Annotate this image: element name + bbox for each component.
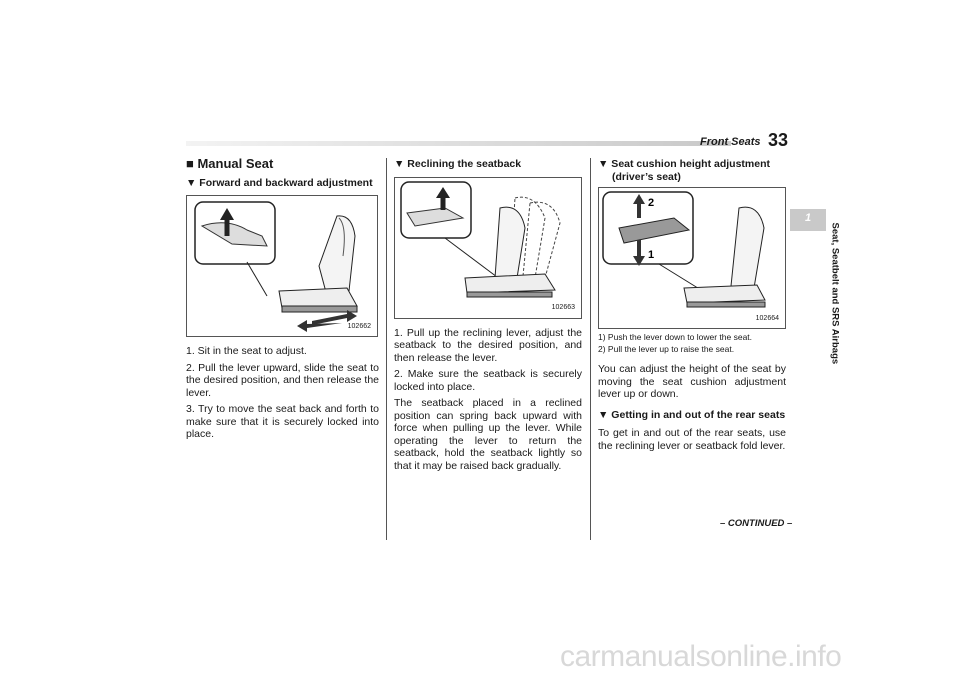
recline-step-1: 1. Pull up the reclining lever, adjust t… <box>394 326 582 364</box>
note-2: 2) Pull the lever up to raise the seat. <box>598 344 735 354</box>
figure-height: 2 1 102664 <box>598 187 786 329</box>
figure-notes: 1) Push the lever down to lower the seat… <box>598 332 786 355</box>
column-divider-2 <box>590 158 591 540</box>
seat-slide-illustration <box>194 201 358 332</box>
seat-recline-illustration <box>400 180 561 297</box>
callout-2: 2 <box>648 197 654 209</box>
header-section-title: Front Seats <box>700 136 761 148</box>
recline-step-2: 2. Make sure the seatback is securely lo… <box>394 368 582 393</box>
sub-heading-height: ▼ Seat cushion height adjustment (driver… <box>598 158 786 183</box>
step-2: 2. Pull the lever upward, slide the seat… <box>186 361 379 399</box>
note-1: 1) Push the lever down to lower the seat… <box>598 332 753 342</box>
step-3: 3. Try to move the seat back and forth t… <box>186 403 379 440</box>
continued-label: – CONTINUED – <box>720 518 793 529</box>
seat-height-illustration: 2 1 <box>602 191 766 308</box>
height-paragraph: You can adjust the height of the seat by… <box>598 363 786 400</box>
figure-reclining: 102663 <box>394 176 582 319</box>
header-rule <box>186 141 731 146</box>
column-height: ▼ Seat cushion height adjustment (driver… <box>598 158 786 456</box>
figure-id: 102663 <box>551 304 575 311</box>
sub-heading-height-line1: ▼ Seat cushion height adjustment <box>598 158 770 170</box>
column-divider-1 <box>386 158 387 540</box>
step-1: 1. Sit in the seat to adjust. <box>186 345 307 357</box>
sub-heading-reclining: ▼ Reclining the seatback <box>394 158 522 170</box>
column-reclining: ▼ Reclining the seatback 102663 1. Pull … <box>394 158 582 476</box>
column-manual-seat: ■ Manual Seat ▼ Forward and backward adj… <box>186 156 379 445</box>
sub-heading-forward-backward: ▼ Forward and backward adjustment <box>186 176 373 189</box>
sub-heading-rear-seats: ▼ Getting in and out of the rear seats <box>598 408 786 421</box>
section-heading: ■ Manual Seat <box>186 156 274 171</box>
figure-id: 102662 <box>347 322 371 330</box>
chapter-title: Seat, Seatbelt and SRS Airbags <box>829 222 841 365</box>
chapter-tab <box>790 209 826 231</box>
watermark: carmanualsonline.info <box>560 640 842 673</box>
figure-forward-backward: 102662 <box>186 195 378 337</box>
recline-caution: The seatback placed in a reclined positi… <box>394 397 582 472</box>
sub-heading-height-line2: (driver’s seat) <box>612 170 681 183</box>
chapter-title-vertical: Seat, Seatbelt and SRS Airbags <box>800 223 841 392</box>
rear-seats-paragraph: To get in and out of the rear seats, use… <box>598 427 786 452</box>
figure-id: 102664 <box>755 314 779 322</box>
chapter-number: 1 <box>804 212 812 224</box>
callout-1: 1 <box>648 249 654 261</box>
page-number: 33 <box>768 130 789 150</box>
